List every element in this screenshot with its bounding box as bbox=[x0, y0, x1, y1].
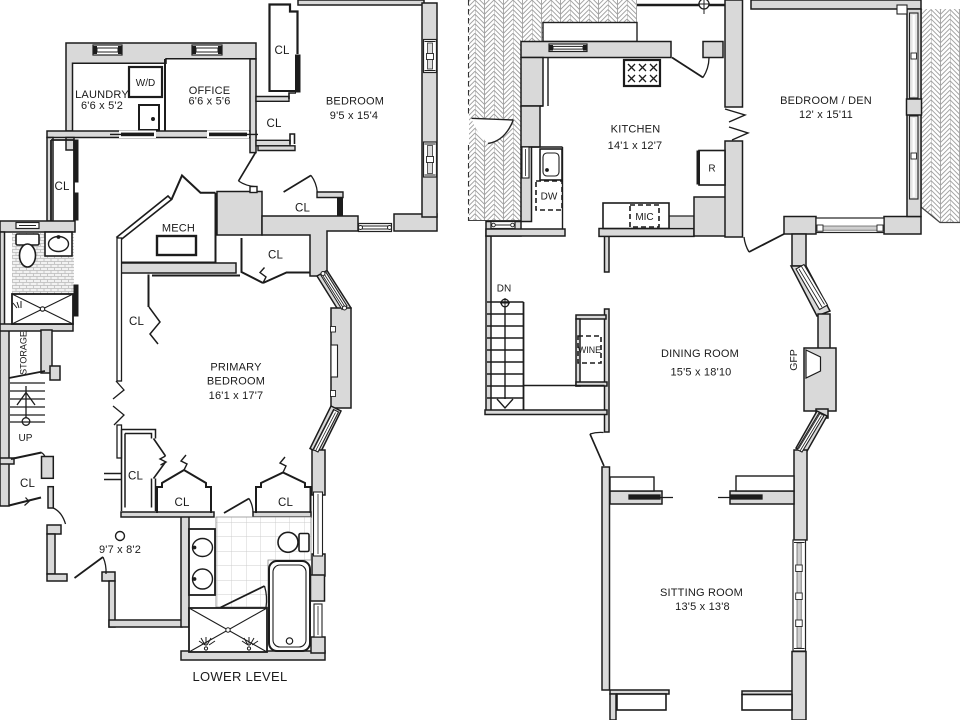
svg-text:BEDROOM: BEDROOM bbox=[326, 96, 384, 108]
svg-text:9'7 x 8'2: 9'7 x 8'2 bbox=[99, 544, 141, 556]
svg-text:14'1 x 12'7: 14'1 x 12'7 bbox=[608, 140, 663, 152]
svg-text:6'6 x 5'6: 6'6 x 5'6 bbox=[188, 96, 230, 108]
svg-text:DW: DW bbox=[541, 192, 558, 203]
svg-text:BEDROOM: BEDROOM bbox=[207, 376, 265, 388]
svg-text:DN: DN bbox=[497, 284, 511, 295]
svg-text:R: R bbox=[708, 164, 715, 175]
svg-text:PRIMARY: PRIMARY bbox=[210, 362, 262, 374]
svg-text:9'5 x 15'4: 9'5 x 15'4 bbox=[330, 110, 378, 122]
svg-text:CL: CL bbox=[268, 250, 283, 262]
svg-text:STORAGE: STORAGE bbox=[19, 331, 29, 375]
svg-text:CL: CL bbox=[275, 45, 290, 57]
svg-text:MECH: MECH bbox=[162, 223, 195, 235]
svg-text:CL: CL bbox=[278, 497, 293, 509]
svg-text:CL: CL bbox=[175, 497, 190, 509]
svg-text:UP: UP bbox=[19, 433, 33, 444]
svg-text:16'1 x 17'7: 16'1 x 17'7 bbox=[209, 390, 264, 402]
svg-text:CL: CL bbox=[20, 478, 35, 490]
svg-text:15'5 x 18'10: 15'5 x 18'10 bbox=[670, 367, 731, 379]
svg-text:DINING ROOM: DINING ROOM bbox=[661, 348, 739, 360]
svg-text:12' x 15'11: 12' x 15'11 bbox=[799, 109, 853, 121]
svg-text:SITTING ROOM: SITTING ROOM bbox=[660, 587, 743, 599]
svg-text:CL: CL bbox=[55, 181, 70, 193]
svg-text:MIC: MIC bbox=[635, 212, 653, 223]
svg-text:CL: CL bbox=[267, 118, 282, 130]
svg-text:6'6 x 5'2: 6'6 x 5'2 bbox=[81, 100, 123, 112]
svg-text:BEDROOM / DEN: BEDROOM / DEN bbox=[780, 95, 872, 107]
svg-text:W/D: W/D bbox=[136, 78, 155, 89]
svg-text:CL: CL bbox=[295, 203, 310, 215]
svg-text:CL: CL bbox=[128, 471, 143, 483]
svg-text:KITCHEN: KITCHEN bbox=[611, 124, 661, 136]
svg-text:13'5 x 13'8: 13'5 x 13'8 bbox=[675, 601, 730, 613]
svg-text:OFFICE: OFFICE bbox=[189, 85, 231, 97]
svg-text:LOWER LEVEL: LOWER LEVEL bbox=[192, 669, 287, 684]
svg-text:GFP: GFP bbox=[788, 349, 800, 371]
svg-text:LAUNDRY: LAUNDRY bbox=[75, 89, 129, 101]
svg-text:CL: CL bbox=[129, 316, 144, 328]
svg-text:WINE: WINE bbox=[578, 345, 601, 355]
